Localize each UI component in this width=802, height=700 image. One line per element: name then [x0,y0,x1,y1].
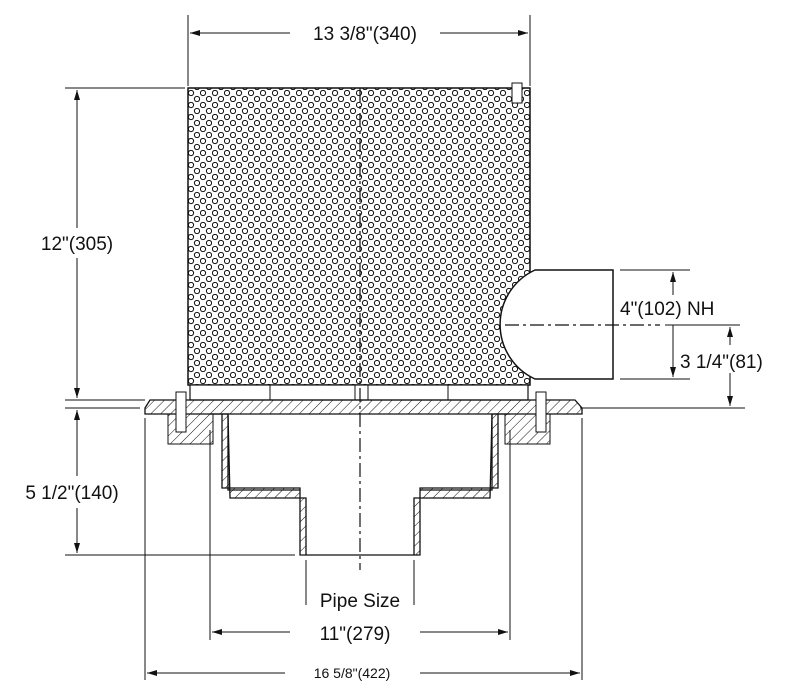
outlet-size-label: 4"(102) NH [620,299,714,320]
side-outlet [499,269,660,380]
label-backing [316,624,394,645]
label-backing [677,352,766,373]
drain-body [210,413,510,556]
top-width-label: 13 3/8"(340) [313,24,417,45]
perforated-basket [187,82,531,401]
pipe-size-label: Pipe Size [320,591,400,612]
label-backing [22,483,122,504]
label-backing [310,665,394,681]
body-width-label: 11"(279) [320,624,391,645]
basket-height-label: 12"(305) [41,234,113,255]
flange-width-label: 16 5/8"(422) [314,665,391,681]
outlet-height-label: 3 1/4"(81) [680,352,763,373]
dimension-lines [65,15,745,680]
label-backing [310,24,420,45]
body-depth-label: 5 1/2"(140) [25,483,118,504]
flange [144,391,583,445]
label-backing [37,234,117,255]
label-backing [617,299,718,320]
label-backing [316,591,404,612]
